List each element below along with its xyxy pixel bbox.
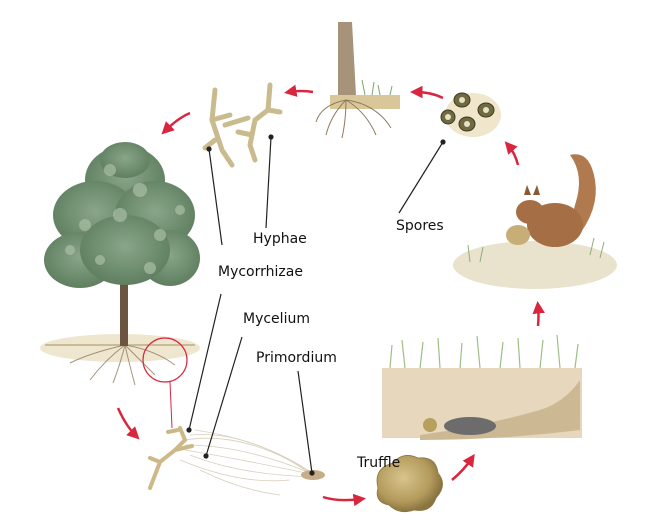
hyphae-illustration [202,82,283,168]
burrow-illustration [382,334,582,440]
arrow-icon [410,85,444,100]
tree-base-illustration [315,22,400,139]
label-hyphae: Hyphae [253,231,307,247]
arrow-icon [322,493,366,507]
root-detail-circle [142,337,188,383]
arrow-icon [116,407,140,440]
label-primordium: Primordium [256,350,337,366]
leader-lines [186,134,446,476]
arrow-icon [161,111,191,135]
mycelium-illustration [148,426,325,496]
label-mycorrhizae: Mycorrhizae [218,264,303,280]
label-mycelium: Mycelium [243,311,310,327]
truffle-illustration [376,455,443,513]
spores-illustration [440,92,501,137]
squirrel-illustration [453,154,617,289]
label-truffle: Truffle [357,455,401,471]
label-spores: Spores [396,218,444,234]
tree-illustration [40,142,200,429]
arrow-icon [532,301,545,327]
arrow-icon [284,84,314,97]
cycle-arrows [116,84,545,507]
arrow-icon [504,141,520,166]
arrow-icon [451,453,475,481]
